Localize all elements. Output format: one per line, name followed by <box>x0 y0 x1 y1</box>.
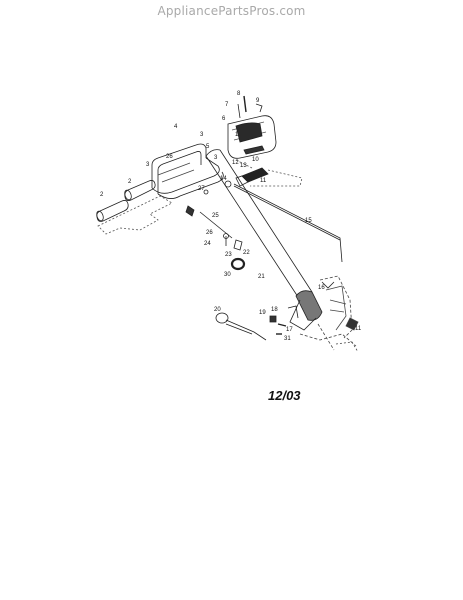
callout-12: 12 <box>232 160 239 166</box>
callout-18: 18 <box>271 307 278 313</box>
grip-left-part <box>96 200 129 222</box>
callout-5: 5 <box>206 144 210 150</box>
console-cover-part <box>227 115 277 159</box>
callout-17: 17 <box>286 327 293 333</box>
callout-3c: 3 <box>214 155 218 161</box>
callout-7: 7 <box>225 102 229 108</box>
callout-9: 9 <box>256 98 260 104</box>
callout-27: 27 <box>198 186 205 192</box>
callout-11a: 11 <box>260 178 267 184</box>
callout-2: 2 <box>100 192 104 198</box>
callout-24: 24 <box>204 241 211 247</box>
callout-6: 6 <box>222 116 226 122</box>
callout-16: 16 <box>318 285 325 291</box>
callout-3b: 3 <box>200 132 204 138</box>
callout-14: 14 <box>220 176 227 182</box>
handle-tube-part <box>205 149 313 301</box>
callout-13: 13 <box>240 163 247 169</box>
callout-19: 19 <box>259 310 266 316</box>
callout-2b: 2 <box>128 179 132 185</box>
grip-right-part <box>124 180 156 201</box>
callout-31: 31 <box>284 336 291 342</box>
knob-assembly-part <box>224 167 269 188</box>
ring-part <box>230 257 246 271</box>
hardware-part <box>185 189 243 251</box>
handlebar-part <box>151 143 224 199</box>
callout-30: 30 <box>224 272 231 278</box>
callout-15: 15 <box>305 218 312 224</box>
callout-25: 25 <box>212 213 219 219</box>
lever-part <box>215 312 267 341</box>
callout-26b: 26 <box>206 230 213 236</box>
callout-22: 22 <box>243 250 250 256</box>
callout-26a: 26 <box>166 154 173 160</box>
callout-1: 1 <box>235 132 239 138</box>
frame-mount-part <box>299 275 359 353</box>
lower-bracket-part <box>289 290 323 331</box>
callout-10: 10 <box>252 157 259 163</box>
callout-4: 4 <box>174 124 178 130</box>
control-rod-part <box>233 183 343 263</box>
date-code: 12/03 <box>268 388 301 403</box>
callout-8: 8 <box>237 91 241 97</box>
callout-23: 23 <box>225 252 232 258</box>
callout-20: 20 <box>214 307 221 313</box>
callout-labels: 1 2 2 3 3 3 4 5 6 7 8 9 10 11 11 12 13 1… <box>100 91 362 342</box>
callout-21: 21 <box>258 274 265 280</box>
watermark-text: AppliancePartsPros.com <box>157 4 306 18</box>
callout-3a: 3 <box>146 162 150 168</box>
callout-11b: 11 <box>355 326 362 332</box>
